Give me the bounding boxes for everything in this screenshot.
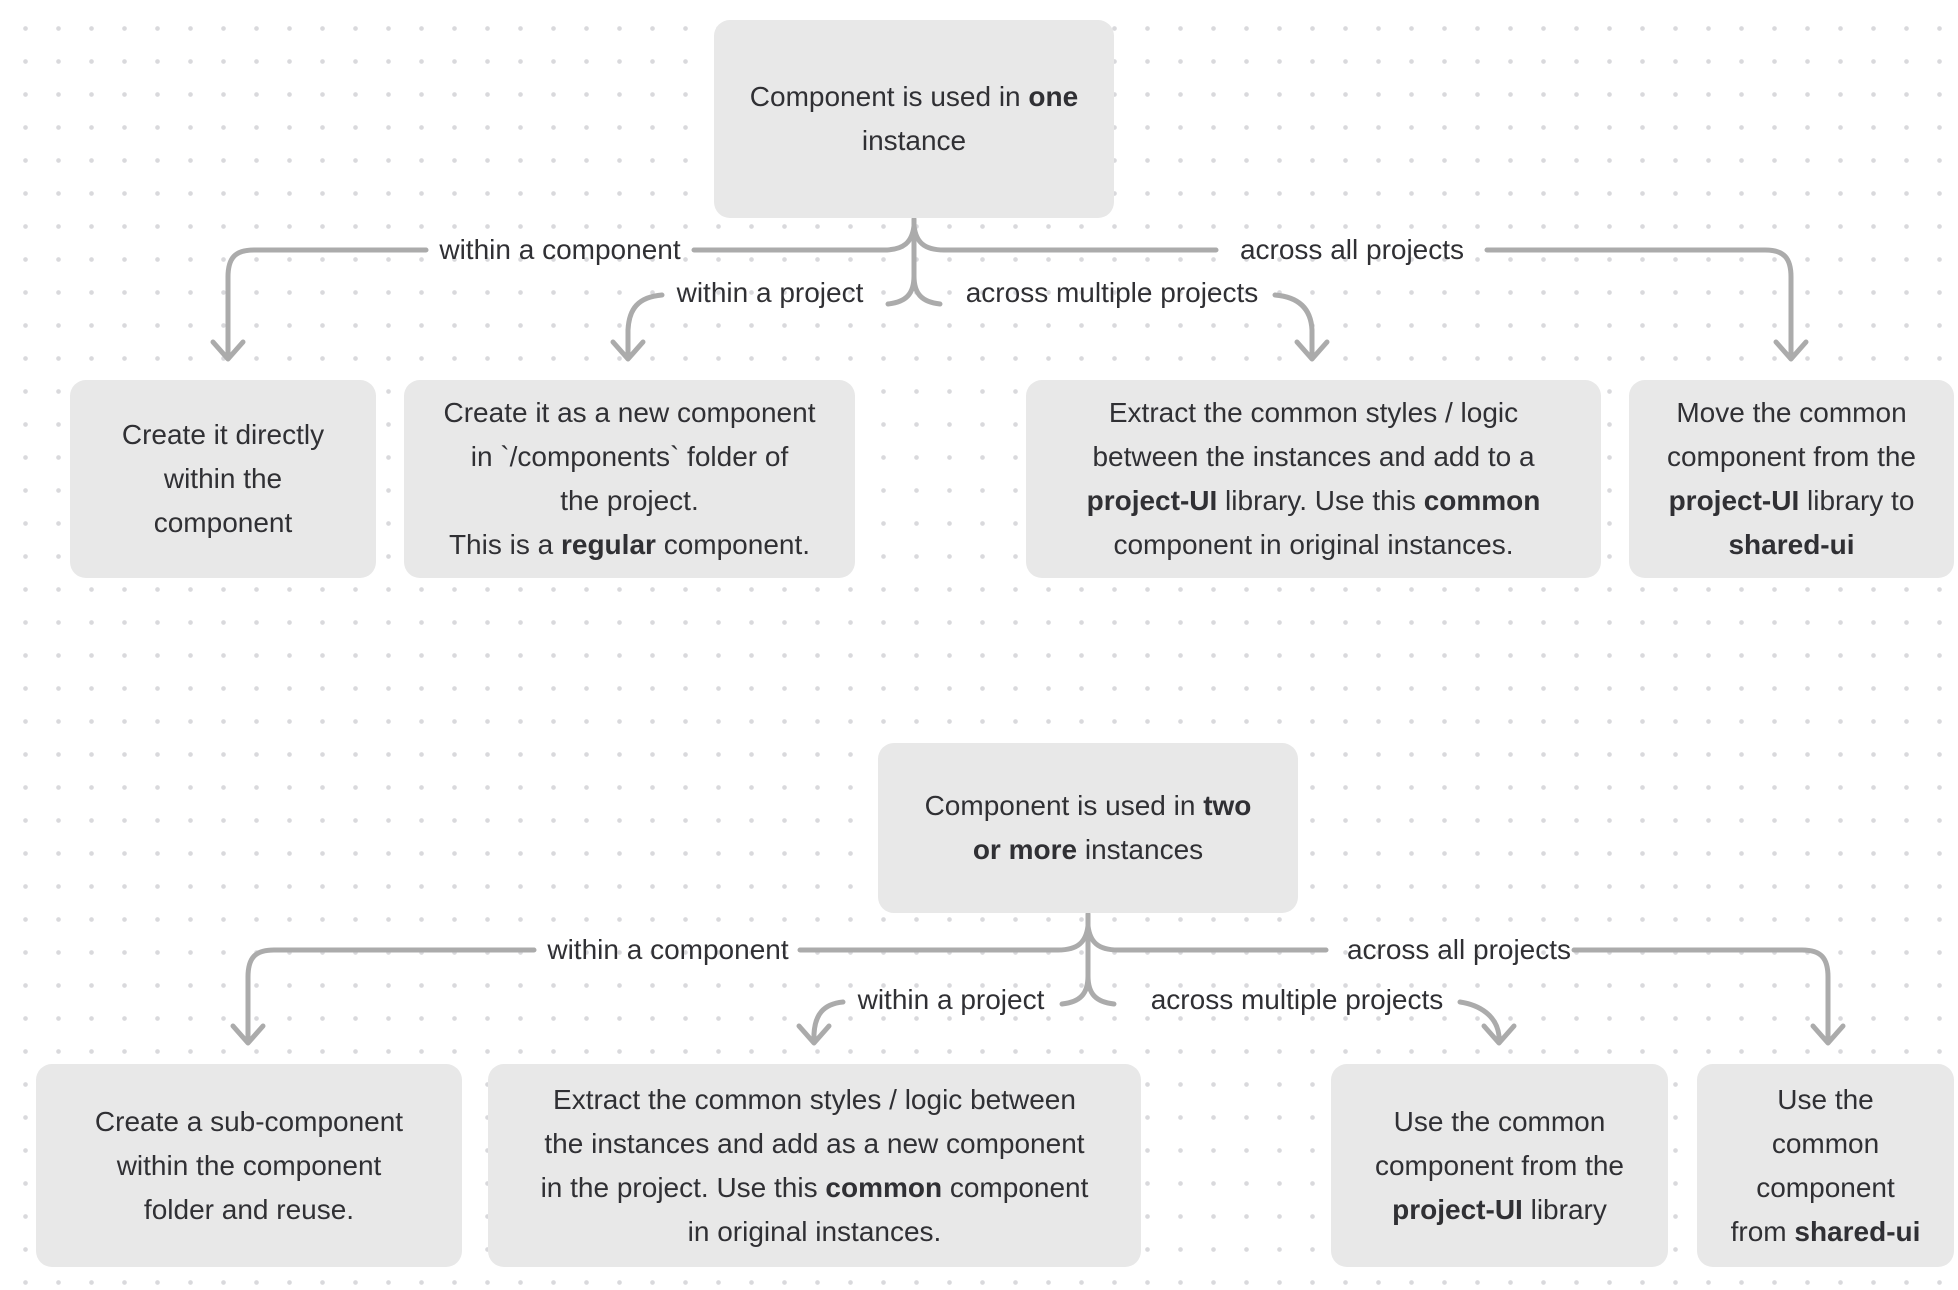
arrow-top-within-project bbox=[610, 292, 665, 362]
arrow-top-across-multiple-projects bbox=[1272, 292, 1330, 362]
branch-label-bottom-across-multiple-projects: across multiple projects bbox=[1150, 984, 1444, 1015]
arrowhead-down-icon bbox=[1481, 1023, 1517, 1046]
branch-label-top-within-project: within a project bbox=[676, 277, 864, 308]
branch-label-top-within-component: within a component bbox=[439, 234, 681, 265]
arrow-bottom-within-project bbox=[796, 999, 846, 1046]
top-stem bbox=[691, 216, 1219, 307]
arrow-bottom-across-multiple-projects bbox=[1457, 999, 1517, 1046]
bottom-stem bbox=[797, 911, 1329, 1007]
branch-label-top-across-all-projects: across all projects bbox=[1239, 234, 1465, 265]
arrowhead-down-icon bbox=[1294, 339, 1330, 362]
branch-label-bottom-within-project: within a project bbox=[857, 984, 1045, 1015]
arrowhead-down-icon bbox=[1773, 339, 1809, 362]
arrowhead-down-icon bbox=[796, 1023, 832, 1046]
branch-label-bottom-within-component: within a component bbox=[547, 934, 789, 965]
branch-label-bottom-across-all-projects: across all projects bbox=[1346, 934, 1572, 965]
arrowhead-down-icon bbox=[230, 1023, 266, 1046]
arrow-top-across-all-projects bbox=[1484, 247, 1809, 362]
arrowhead-down-icon bbox=[1810, 1023, 1846, 1046]
arrowhead-down-icon bbox=[210, 339, 246, 362]
arrow-bottom-within-component bbox=[230, 947, 537, 1046]
node-extract-new-component: Extract the common styles / logic betwee… bbox=[488, 1064, 1141, 1267]
branch-label-top-across-multiple-projects: across multiple projects bbox=[965, 277, 1259, 308]
arrow-top-within-component bbox=[210, 247, 429, 362]
arrowhead-down-icon bbox=[610, 339, 646, 362]
arrow-bottom-across-all-projects bbox=[1571, 947, 1846, 1046]
